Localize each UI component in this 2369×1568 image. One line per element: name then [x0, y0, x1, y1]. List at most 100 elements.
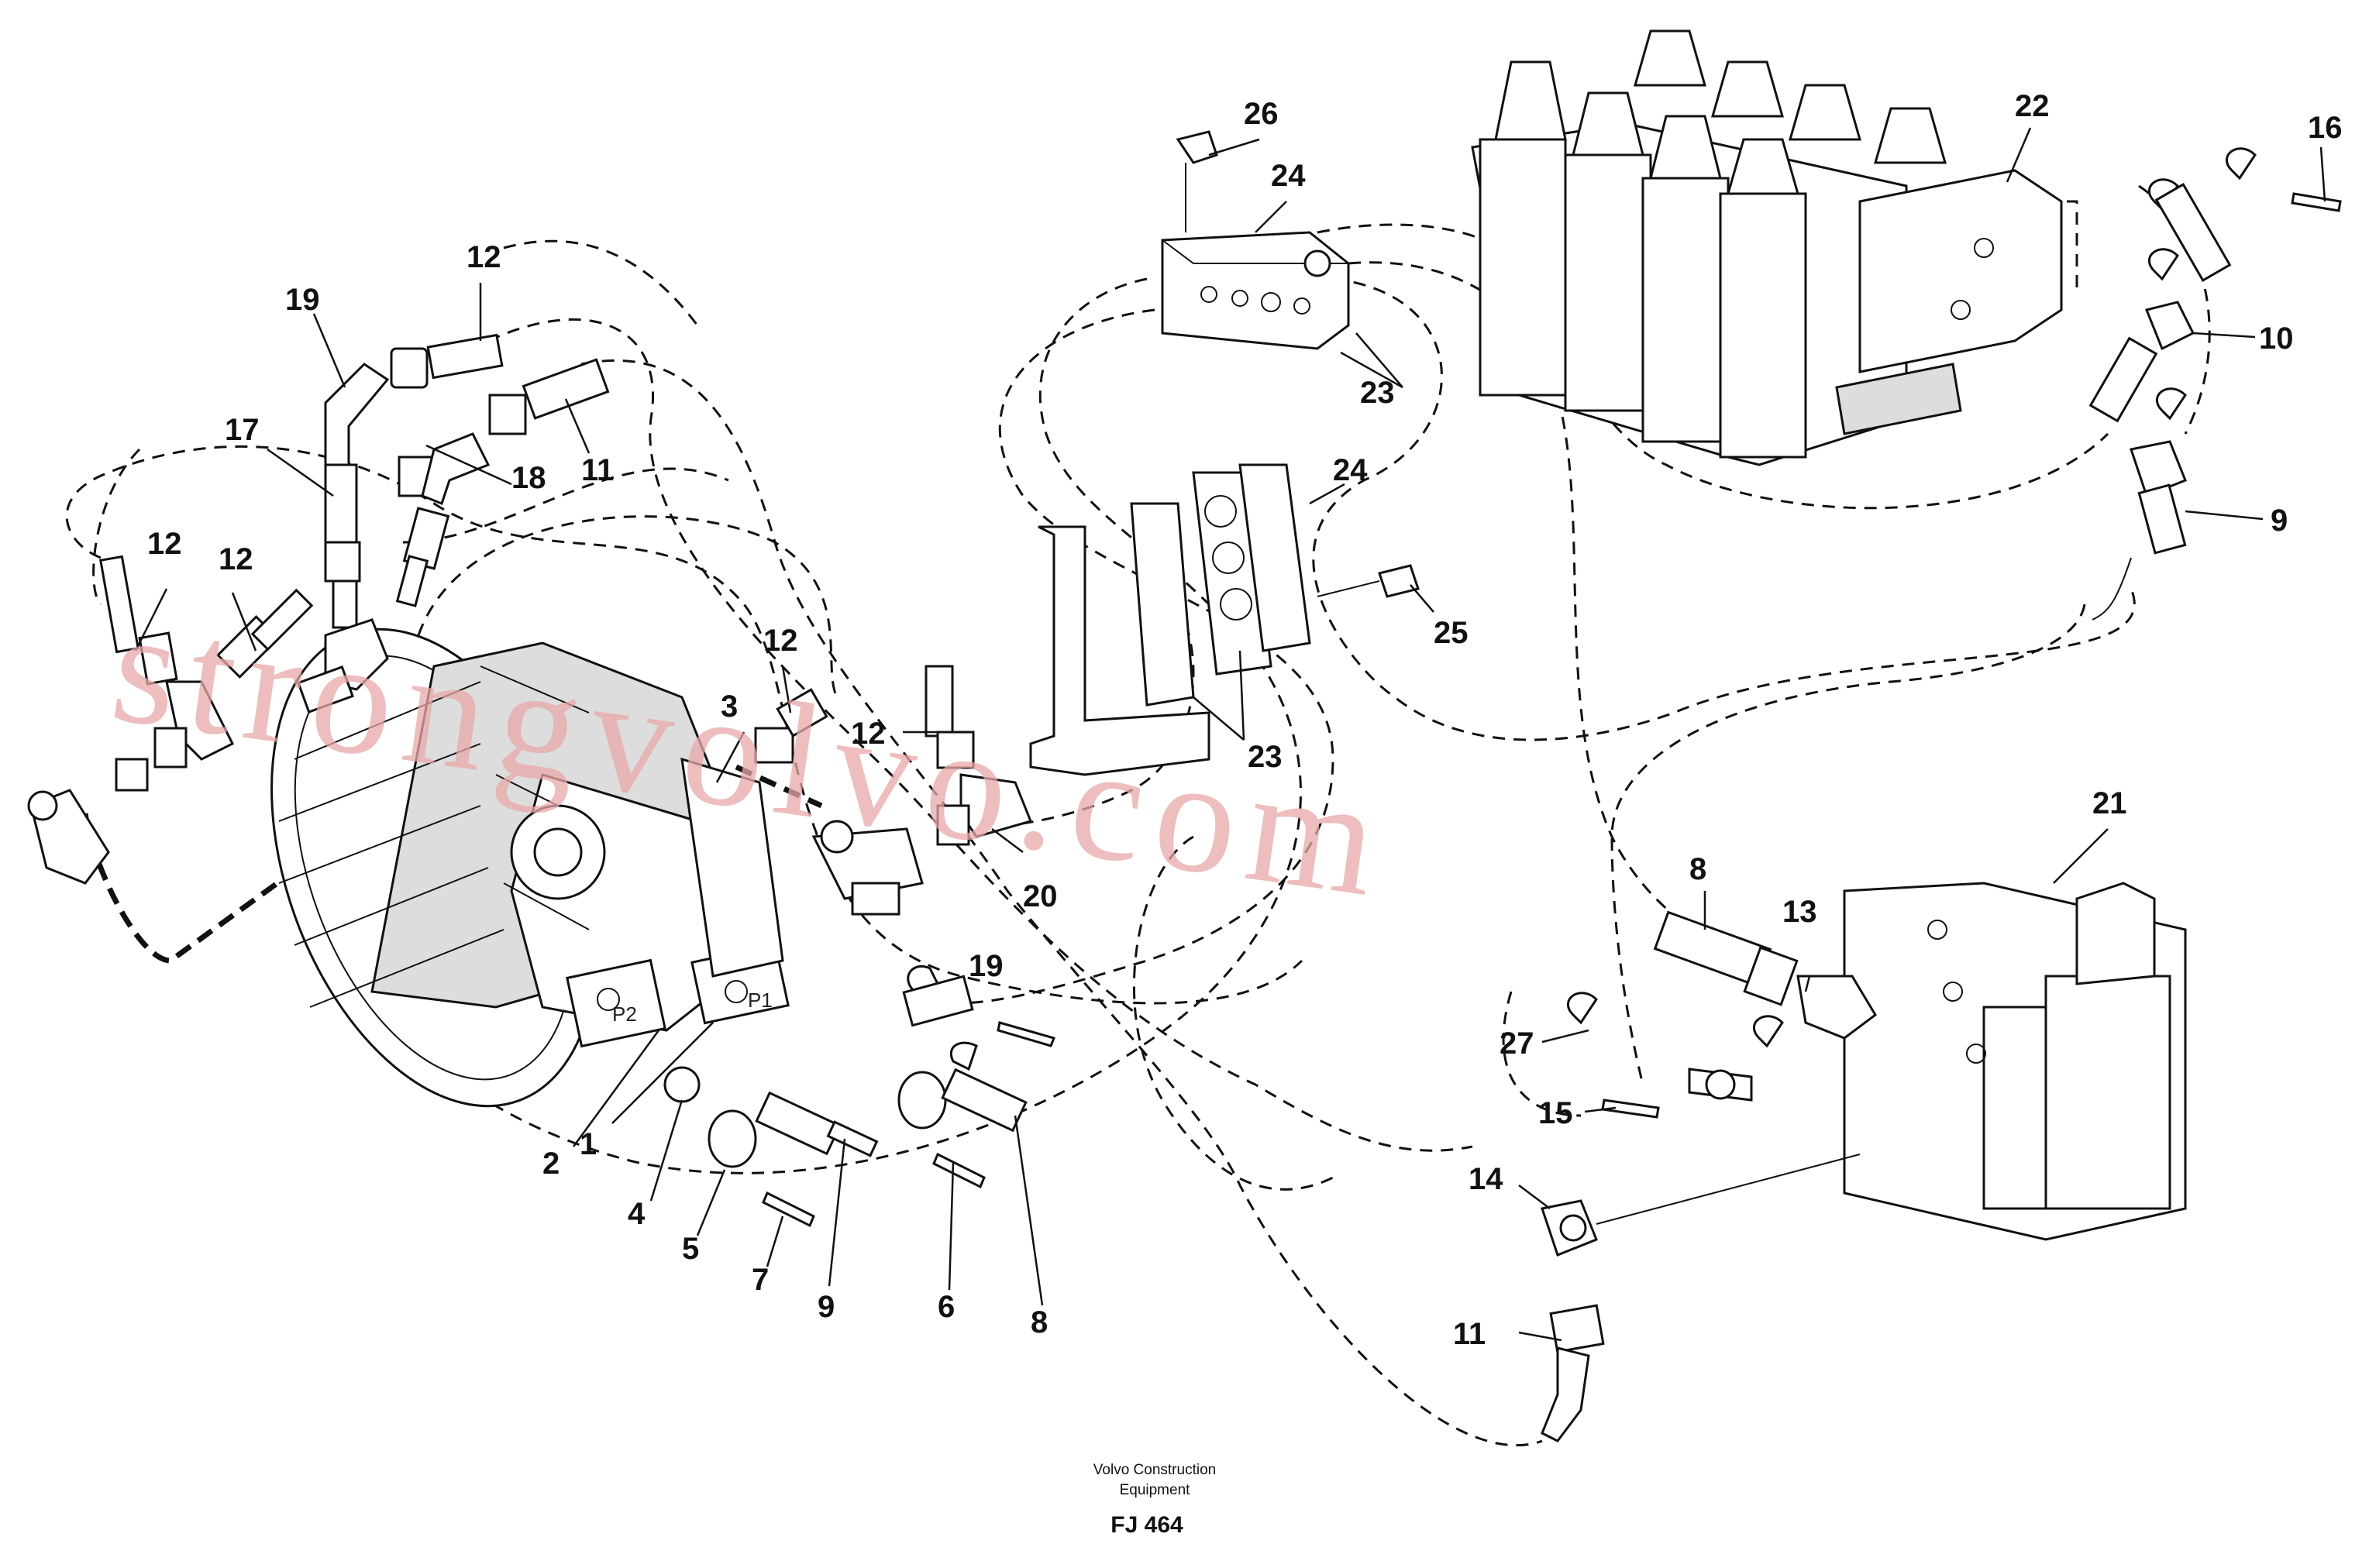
callout-27: 27: [1500, 1026, 1534, 1061]
footer-company-line1: Volvo Construction: [1093, 1462, 1216, 1478]
callout-12: 12: [147, 527, 182, 561]
callout-13: 13: [1782, 895, 1817, 929]
callout-24: 24: [1271, 159, 1306, 193]
callout-9: 9: [2271, 504, 2288, 538]
adapter-fitting: [99, 555, 139, 654]
callout-22: 22: [2015, 89, 2050, 123]
callout-23: 23: [1360, 376, 1395, 410]
callout-1: 1: [580, 1127, 597, 1161]
hose-end: [2137, 483, 2187, 555]
hose-route: [1132, 835, 1334, 1191]
callout-15: 15: [1538, 1096, 1573, 1130]
hose-end: [902, 975, 974, 1027]
bolt: [1176, 130, 1218, 164]
nut: [324, 541, 361, 583]
bracket: [1029, 525, 1210, 776]
hose-end: [755, 1091, 842, 1156]
hose-route: [2138, 184, 2211, 435]
port-label-p1: P1: [748, 989, 773, 1012]
adapter-fitting: [332, 579, 358, 629]
hose-route: [402, 467, 729, 544]
hose-route: [1610, 603, 2086, 1085]
pilot-line: [735, 764, 823, 809]
tee-fitting: [324, 463, 358, 544]
callout-19: 19: [969, 949, 1004, 983]
callout-12: 12: [851, 717, 886, 751]
callout-12: 12: [467, 240, 501, 274]
callout-8: 8: [1689, 852, 1706, 886]
elbow-fitting: [324, 363, 390, 466]
elbow-fitting: [1796, 975, 1877, 1040]
clamp: [1753, 1015, 1784, 1048]
bolt: [932, 1152, 986, 1189]
port-label-p2: P2: [612, 1002, 637, 1026]
callout-8: 8: [1031, 1305, 1048, 1339]
elbow-fitting: [2144, 301, 2195, 351]
callout-25: 25: [1434, 616, 1469, 650]
callout-11: 11: [581, 453, 614, 487]
hose-end: [522, 358, 610, 420]
bolt: [1378, 564, 1420, 598]
drawing-footer: Volvo Construction Equipment FJ 464: [1093, 1462, 1216, 1538]
callout-24: 24: [1333, 453, 1368, 487]
callout-20: 20: [1023, 879, 1058, 913]
callout-11: 11: [1453, 1317, 1486, 1351]
callout-26: 26: [1244, 97, 1279, 131]
nut: [936, 731, 975, 769]
nut: [390, 347, 429, 389]
callout-17: 17: [225, 413, 260, 447]
control-valve: [1471, 29, 2063, 466]
hose-route: [65, 445, 1303, 1005]
callout-23: 23: [1248, 740, 1283, 774]
callout-12: 12: [763, 624, 798, 658]
washer: [663, 1066, 701, 1103]
hose-clamp-block-top: [1161, 130, 1350, 350]
clamp: [2226, 147, 2257, 181]
valve-block: [1843, 882, 2187, 1241]
callout-18: 18: [511, 461, 546, 495]
callout-labels: 12 19 17 18 11 12 12 12 3 12 20 19 26 24…: [147, 89, 2343, 1351]
callout-6: 6: [938, 1290, 955, 1324]
hose-end: [2154, 182, 2232, 283]
fitting-parts: [27, 333, 1056, 1228]
clamp: [1567, 992, 1598, 1025]
callout-2: 2: [542, 1147, 560, 1181]
bracket-assembly: [1029, 463, 1420, 776]
hose-route: [580, 359, 1543, 1446]
hydraulic-pump: [270, 628, 790, 1108]
hose-route: [914, 308, 1334, 1005]
hose-route: [503, 239, 699, 326]
hose-end: [2088, 336, 2158, 423]
hose-route: [487, 318, 1473, 1152]
hose-end: [1541, 1346, 1590, 1442]
hose-route: [1502, 991, 1582, 1117]
hose-end: [776, 688, 828, 738]
hose-end: [426, 333, 504, 380]
clamp: [2148, 248, 2179, 281]
adapter-fitting: [250, 588, 314, 652]
clamp: [949, 1041, 978, 1071]
nut: [1743, 946, 1799, 1006]
flange: [897, 1071, 947, 1130]
hose-end: [941, 1068, 1028, 1133]
callout-21: 21: [2092, 786, 2127, 820]
hose-routes: [65, 184, 2211, 1446]
hose-route: [1317, 223, 2109, 510]
callout-4: 4: [628, 1197, 646, 1231]
callout-16: 16: [2308, 111, 2343, 145]
adapter-fitting: [115, 758, 149, 792]
bolt: [2291, 192, 2342, 212]
callout-7: 7: [752, 1263, 769, 1297]
callout-19: 19: [285, 283, 320, 317]
callout-12: 12: [219, 542, 253, 576]
hose-route: [1348, 261, 1721, 947]
callout-9: 9: [818, 1290, 835, 1324]
pump-fins: [278, 665, 590, 1008]
leader-lines: [134, 127, 2326, 1342]
hose-route: [386, 277, 1302, 1174]
callout-5: 5: [682, 1232, 699, 1266]
nut: [488, 394, 527, 435]
bolt: [1601, 1099, 1660, 1119]
nut: [1549, 1304, 1605, 1353]
